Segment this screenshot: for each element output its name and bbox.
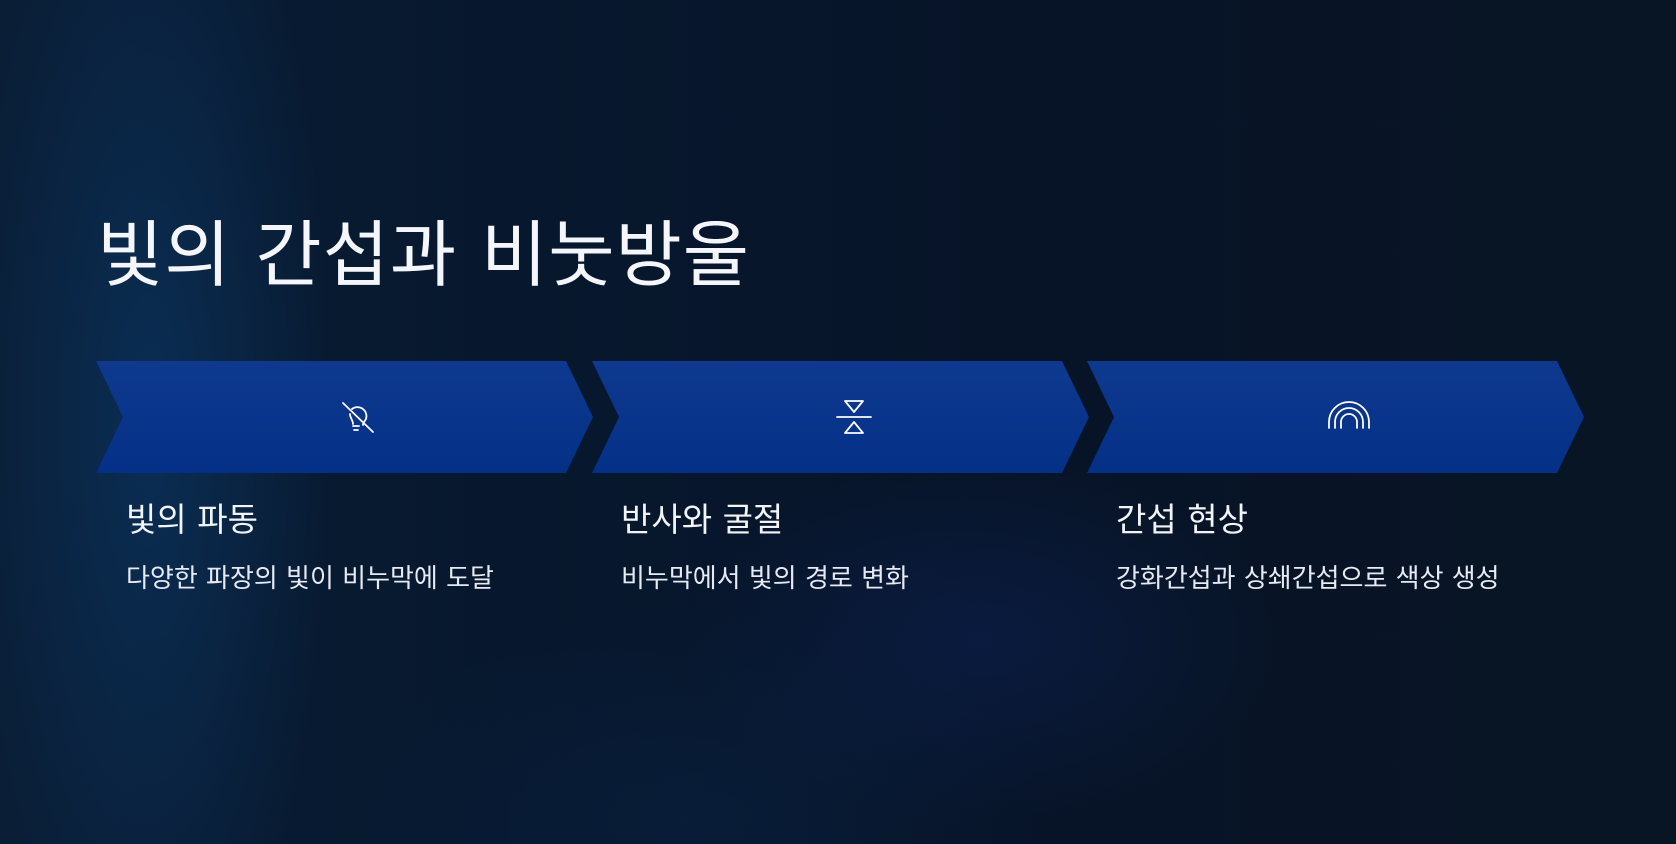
step-title-2: 반사와 굴절 [621, 500, 784, 539]
rainbow-icon [1326, 394, 1372, 440]
step-description-1: 다양한 파장의 빛이 비누막에 도달 [126, 564, 494, 594]
bulb-off-icon [335, 394, 381, 440]
step-chevron-3 [1087, 361, 1584, 473]
step-title-3: 간섭 현상 [1116, 500, 1248, 539]
step-description-2: 비누막에서 빛의 경로 변화 [621, 564, 909, 594]
step-chevron-1 [96, 361, 593, 473]
step-description-3: 강화간섭과 상쇄간섭으로 색상 생성 [1116, 564, 1500, 594]
page-title: 빛의 간섭과 비눗방울 [97, 213, 750, 297]
step-chevron-2 [592, 361, 1089, 473]
flip-vertical-icon [831, 394, 877, 440]
process-steps [96, 361, 1584, 473]
step-title-1: 빛의 파동 [126, 500, 258, 539]
